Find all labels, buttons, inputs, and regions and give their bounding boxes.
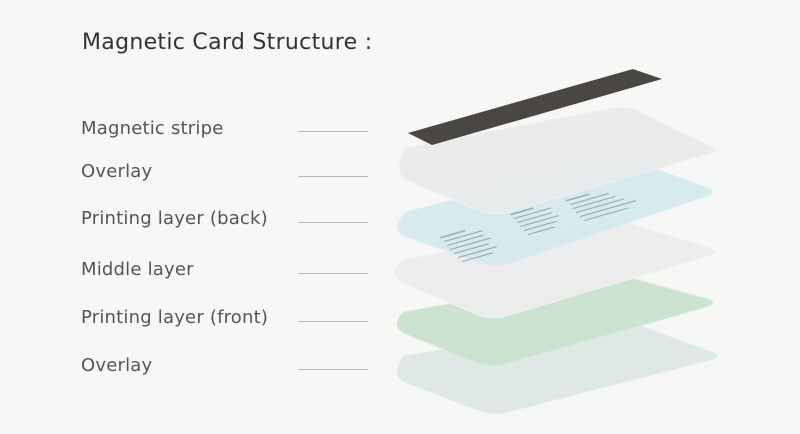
layer-overlay-top [398,106,715,215]
label-overlay-top: Overlay [81,161,153,182]
label-printing-layer-back: Printing layer (back) [81,208,268,229]
leader-line-printing-layer-front [298,321,368,322]
layer-magnetic-stripe [408,69,662,145]
diagram-title: Magnetic Card Structure : [82,30,373,55]
leader-line-overlay-bottom [298,369,368,370]
leader-line-overlay-top [298,176,368,177]
printed-text-marks [440,192,637,263]
label-overlay-bottom: Overlay [81,355,153,376]
leader-line-printing-layer-back [298,222,368,223]
leader-line-middle-layer [298,273,368,274]
label-printing-layer-front: Printing layer (front) [81,307,269,328]
leader-line-magnetic-stripe [298,131,368,132]
label-magnetic-stripe: Magnetic stripe [81,118,224,139]
label-middle-layer: Middle layer [81,259,194,280]
layer-printing-back [397,158,713,267]
